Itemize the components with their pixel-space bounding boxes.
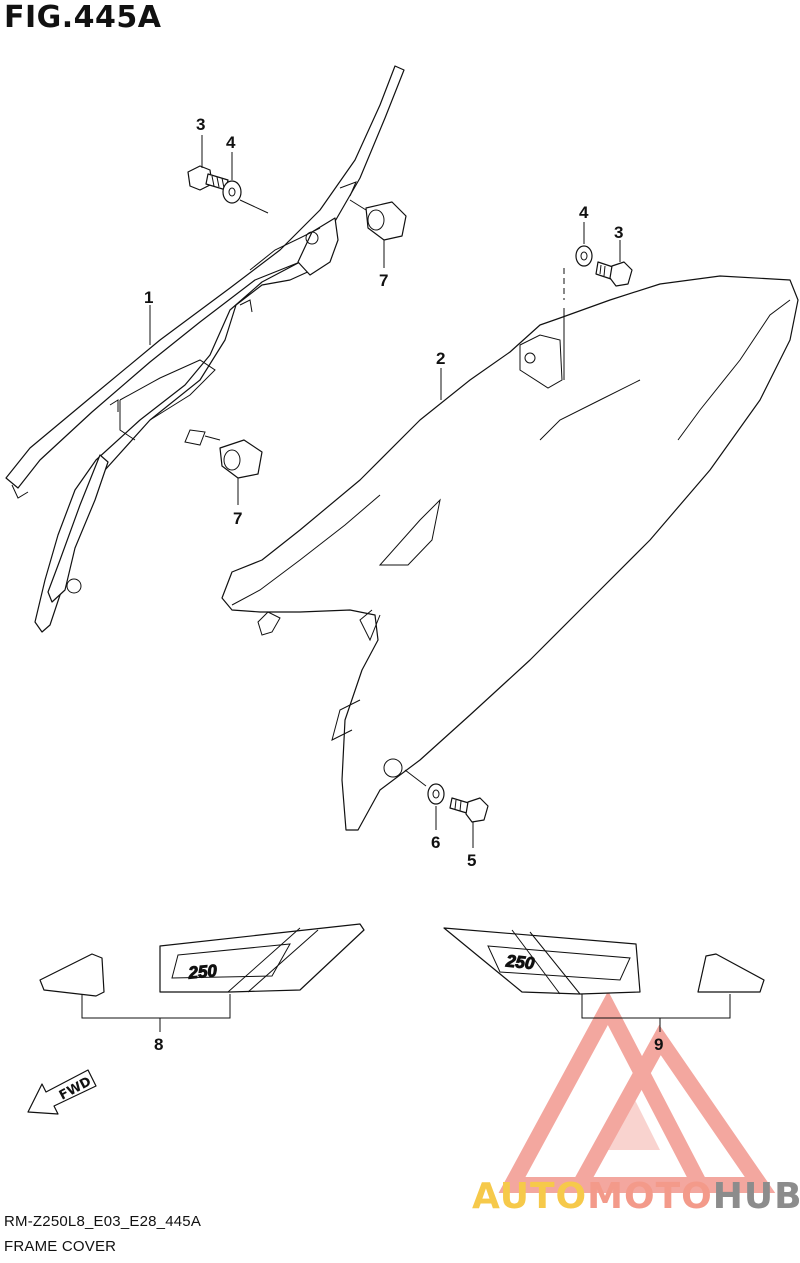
figure-title: FIG.445A: [4, 0, 162, 35]
callout-6: 6: [431, 833, 440, 852]
grommet-7-upper: [365, 201, 407, 241]
watermark-text: AUTOMOTOHUB: [472, 1176, 800, 1217]
watermark-logo-icon: [498, 990, 776, 1193]
callout-labels: 1 2 3 3 4 4 5 6 7 7 8 9: [144, 115, 663, 1054]
washer-4-left: [222, 180, 242, 204]
callout-1: 1: [144, 288, 153, 307]
callout-2: 2: [436, 349, 445, 368]
washer-4-right: [575, 245, 593, 267]
callout-4-right: 4: [579, 203, 589, 222]
model-code: RM-Z250L8_E03_E28_445A: [4, 1213, 202, 1230]
frame-cover-right: [221, 275, 799, 831]
bolt-3-left: [187, 165, 229, 191]
decal-250-left: 250: [187, 961, 218, 983]
callout-3-right: 3: [614, 223, 623, 242]
leader-lines: [149, 135, 621, 848]
watermark-moto: MOTO: [587, 1176, 713, 1217]
decal-250-right: 250: [504, 951, 536, 973]
decal-set-left: 250: [39, 923, 365, 1032]
callout-3-left: 3: [196, 115, 205, 134]
callout-7-lower: 7: [233, 509, 242, 528]
bolt-5: [449, 797, 489, 823]
fwd-arrow-icon: FWD: [27, 1069, 97, 1115]
watermark-auto: AUTO: [472, 1176, 588, 1217]
section-name: FRAME COVER: [4, 1238, 117, 1255]
washer-6: [427, 783, 445, 805]
frame-cover-left: [5, 65, 405, 633]
callout-8: 8: [154, 1035, 163, 1054]
grommet-7-lower: [219, 439, 263, 479]
callout-7-upper: 7: [379, 271, 388, 290]
callout-4-left: 4: [226, 133, 236, 152]
decal-set-right: 250: [443, 927, 765, 1032]
bolt-3-right: [595, 261, 633, 287]
callout-9: 9: [654, 1035, 663, 1054]
callout-5: 5: [467, 851, 476, 870]
watermark-hub: HUB: [712, 1176, 800, 1217]
